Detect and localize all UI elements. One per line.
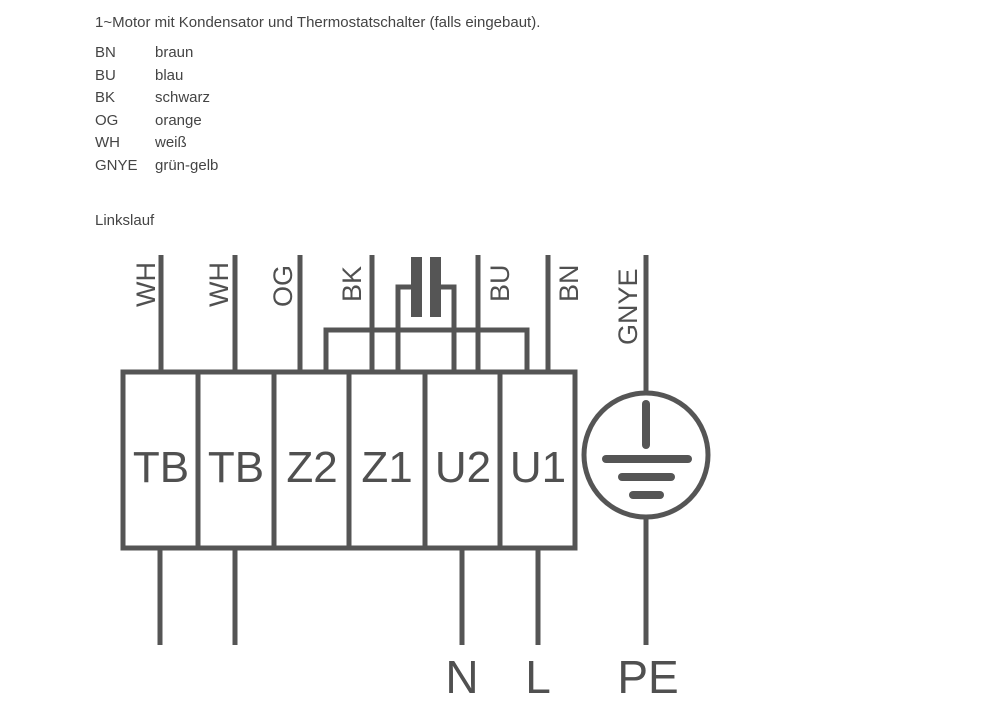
color-legend: BN braun BU blau BK schwarz OG orange WH weiß… bbox=[95, 42, 218, 178]
wire-label: GNYE bbox=[613, 268, 643, 345]
terminal-label: Z2 bbox=[286, 443, 337, 492]
bridge-wire bbox=[323, 327, 530, 372]
legend-color: weiß bbox=[155, 134, 187, 152]
legend-color: schwarz bbox=[155, 89, 211, 107]
legend-code: GNYE bbox=[95, 156, 138, 174]
legend-color: grün-gelb bbox=[155, 156, 219, 174]
diagram-title: 1~Motor mit Kondensator und Thermostatsc… bbox=[95, 14, 541, 31]
legend-color: orange bbox=[155, 111, 202, 129]
terminal-label: TB bbox=[133, 443, 189, 492]
terminal-label: TB bbox=[208, 443, 264, 492]
wire-label: WH bbox=[204, 262, 234, 307]
legend-row: GNYE grün-gelb bbox=[95, 155, 218, 178]
capacitor-lead-right bbox=[440, 284, 457, 372]
wire-label: WH bbox=[131, 262, 161, 307]
section-title: Linkslauf bbox=[95, 212, 155, 229]
terminal-label: Z1 bbox=[361, 443, 412, 492]
wire-label: BU bbox=[485, 264, 515, 302]
supply-label-l: L bbox=[525, 651, 551, 703]
legend-color: blau bbox=[155, 66, 184, 84]
legend-code: BN bbox=[95, 44, 116, 61]
legend-code: BU bbox=[95, 66, 116, 84]
ground-icon bbox=[602, 400, 692, 499]
legend-row: WH weiß bbox=[95, 132, 218, 155]
supply-label-n: N bbox=[445, 651, 478, 703]
legend-row: OG orange bbox=[95, 110, 218, 133]
terminal-label: U2 bbox=[435, 443, 491, 492]
wire-label: BK bbox=[337, 266, 367, 302]
wire-label: BN bbox=[554, 264, 584, 302]
terminal-label: U1 bbox=[510, 443, 566, 492]
earth-circle bbox=[581, 390, 711, 520]
wire-label: OG bbox=[268, 265, 298, 307]
legend-color: braun bbox=[155, 44, 194, 61]
legend-code: OG bbox=[95, 111, 119, 129]
legend-row: BK schwarz bbox=[95, 87, 218, 110]
capacitor-icon bbox=[411, 257, 441, 317]
legend-code: WH bbox=[95, 134, 120, 152]
supply-label-pe: PE bbox=[617, 651, 678, 703]
capacitor-lead-left bbox=[395, 284, 412, 372]
legend-code: BK bbox=[95, 89, 116, 107]
legend-row: BN braun bbox=[95, 42, 218, 65]
legend-row: BU blau bbox=[95, 65, 218, 88]
